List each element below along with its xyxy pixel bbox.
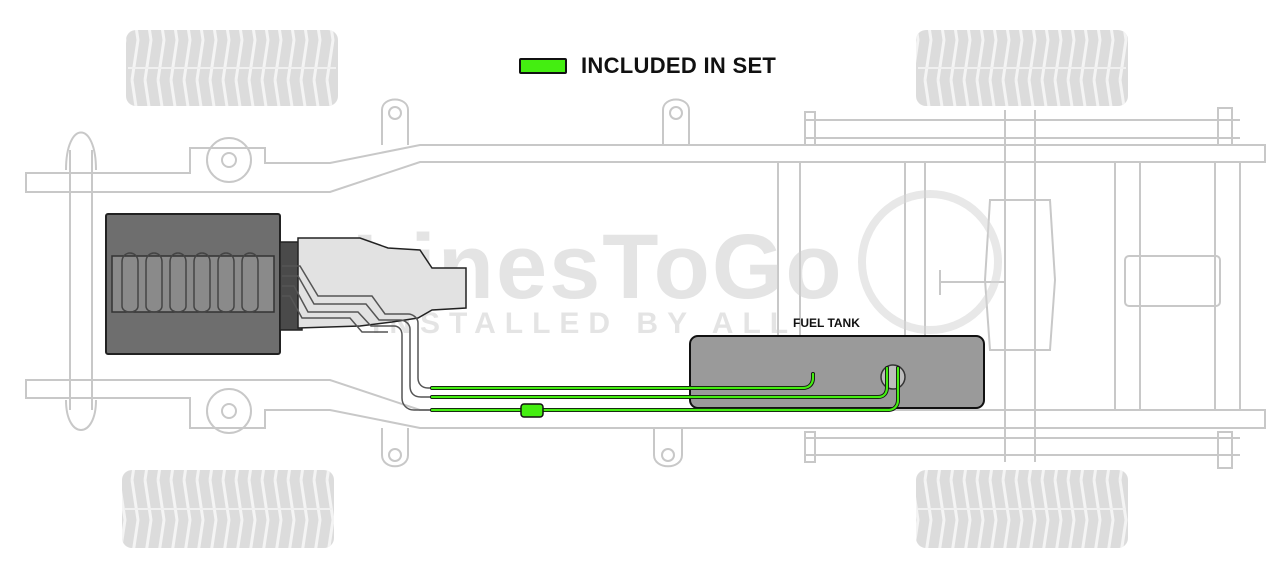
tire-front-right [122, 470, 334, 548]
tire-rear-left [916, 30, 1128, 106]
included-fuel-lines [430, 366, 900, 412]
tire-front-left [126, 30, 338, 106]
legend-label: INCLUDED IN SET [581, 53, 777, 78]
watermark-tagline: INSTALLED BY ALL [372, 307, 797, 340]
engine [105, 213, 281, 355]
existing-fuel-lines [282, 265, 432, 411]
legend-swatch [519, 58, 567, 74]
fuel-filter [520, 403, 544, 418]
fuel-tank-label: FUEL TANK [793, 316, 860, 330]
tire-rear-right [916, 470, 1128, 548]
watermark: LinesToGo INSTALLED BY ALL [352, 190, 1002, 340]
legend: INCLUDED IN SET [519, 52, 776, 80]
